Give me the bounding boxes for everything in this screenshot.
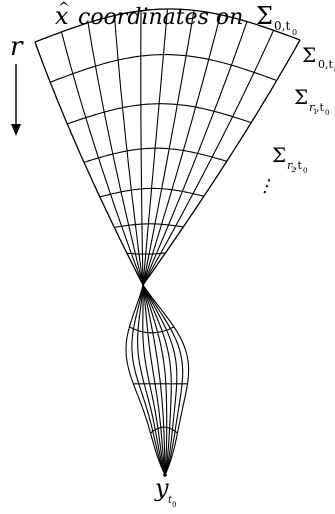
level-curve: [99, 187, 205, 198]
radial-line: [142, 30, 275, 286]
lens-line: [142, 284, 190, 476]
level-curve: [83, 147, 227, 163]
radial-line: [87, 22, 144, 286]
sigma-0-sub: 0,t: [318, 58, 333, 71]
title-sigma: Σ: [256, 2, 273, 30]
sigma-1-sub-r: r: [309, 101, 315, 114]
sigma-1-subsub: 0: [325, 109, 329, 117]
diagram-title: x ^ coordinates on Σ 0,t 0: [55, 0, 297, 37]
sigma-1-sub-t: ,t: [316, 101, 324, 114]
lens-line: [125, 284, 166, 476]
y-var: y: [154, 474, 169, 502]
sigma-0-symbol: Σ: [302, 43, 316, 67]
radial-line: [142, 8, 169, 286]
radial-line: [142, 14, 222, 286]
level-curve: [127, 252, 166, 255]
lens-line: [137, 284, 166, 476]
sigma-label-1: Σ r 1 ,t 0: [294, 85, 329, 117]
level-curve: [114, 223, 184, 228]
lens-line: [131, 284, 166, 476]
lens-line: [142, 284, 172, 476]
lens-level-curve: [150, 426, 178, 434]
lens-line: [142, 284, 184, 476]
lens-line: [142, 284, 166, 476]
lens-line: [142, 284, 178, 476]
sigma-2-sub-t: ,t: [294, 159, 302, 172]
bottom-vertex-point: [163, 473, 167, 477]
lens-line: [142, 284, 166, 476]
sigma-label-2: Σ r 2 ,t 0: [272, 143, 307, 175]
sigma-label-0: Σ 0,t 0: [302, 43, 335, 74]
r-label: r: [10, 32, 24, 62]
title-x-var: x: [55, 2, 69, 30]
lens-line: [142, 284, 166, 476]
radial-line: [142, 21, 248, 286]
r-axis: r: [10, 32, 24, 136]
lens-level-curve: [129, 326, 175, 334]
title-sigma-subsub: 0: [292, 28, 297, 37]
radial-line: [113, 15, 144, 286]
sigma-1-sub-r-index: 1: [313, 108, 317, 116]
sigma-2-symbol: Σ: [272, 143, 286, 167]
sigma-2-sub-r-index: 2: [291, 166, 295, 174]
radial-line: [142, 39, 301, 286]
radial-line: [34, 41, 144, 286]
bottom-label: y t 0: [154, 474, 176, 509]
y-sub: t: [168, 495, 173, 506]
level-curve: [34, 8, 301, 43]
lower-lens-grid: [125, 284, 190, 477]
lens-line: [142, 284, 168, 476]
title-sigma-sub: 0,t: [274, 19, 290, 33]
sigma-2-sub-r: r: [287, 159, 293, 172]
radial-line: [60, 31, 144, 286]
down-arrow-icon: [11, 64, 21, 136]
level-curve: [67, 103, 252, 125]
y-subsub: 0: [172, 501, 176, 509]
level-curve: [49, 54, 277, 83]
ellipsis: ⋮: [255, 173, 279, 199]
upper-fan-grid: [34, 8, 301, 286]
radial-line: [142, 10, 195, 286]
sigma-1-symbol: Σ: [294, 85, 308, 109]
radial-line: [140, 10, 144, 286]
sigma-2-subsub: 0: [303, 167, 307, 175]
title-hat: ^: [58, 0, 70, 16]
